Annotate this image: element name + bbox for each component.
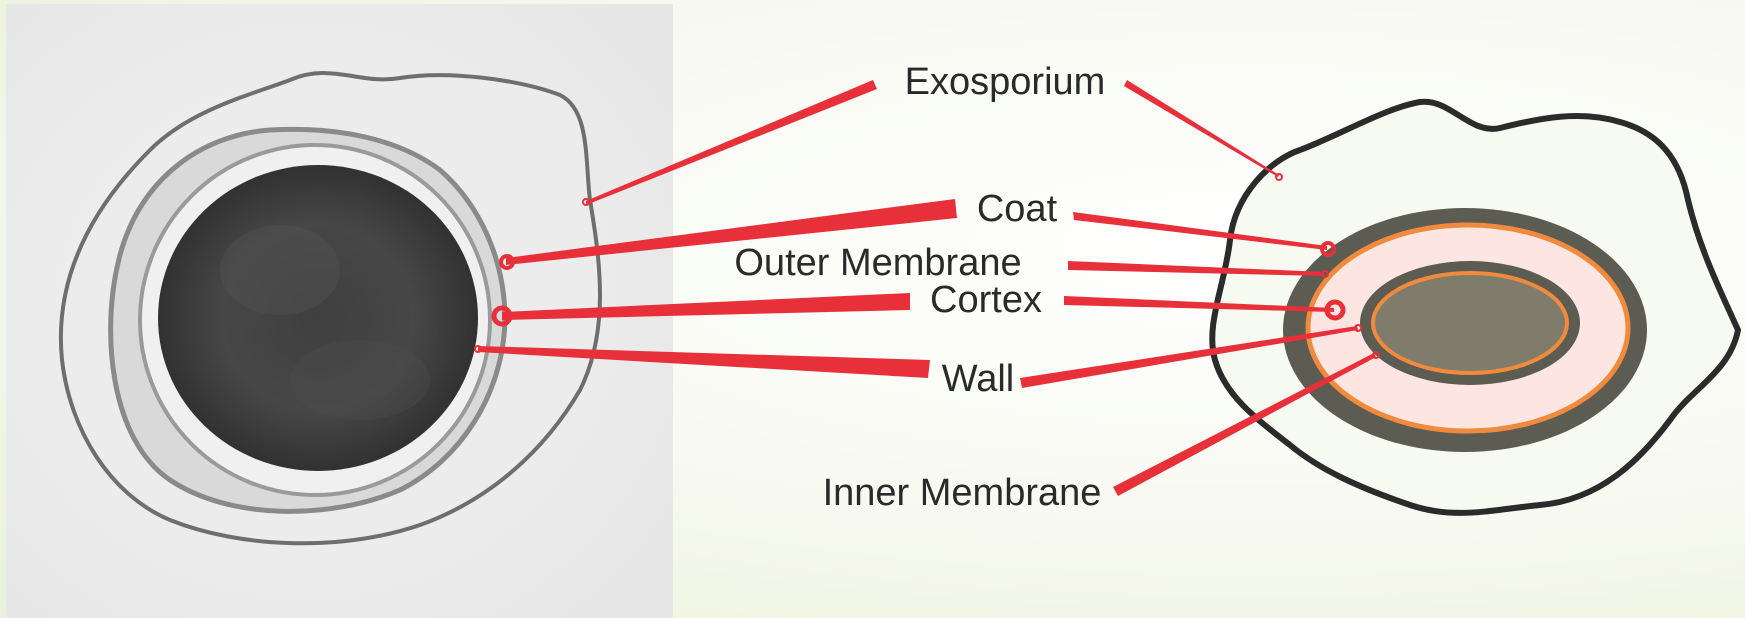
label-exosporium: Exosporium: [905, 61, 1106, 103]
label-cortex: Cortex: [930, 279, 1042, 321]
leader-exosporium-right: [1124, 80, 1279, 177]
label-wall: Wall: [942, 358, 1014, 400]
micrograph-core-texture: [290, 340, 430, 420]
micrograph-core-texture: [220, 225, 340, 315]
label-outer-membrane: Outer Membrane: [734, 242, 1021, 284]
labels: Exosporium Coat Outer Membrane Cortex Wa…: [734, 61, 1105, 514]
schematic-core-inner-membrane: [1373, 273, 1567, 373]
label-inner-membrane: Inner Membrane: [823, 472, 1102, 514]
label-coat: Coat: [977, 188, 1058, 230]
micrograph-core: [158, 165, 478, 471]
